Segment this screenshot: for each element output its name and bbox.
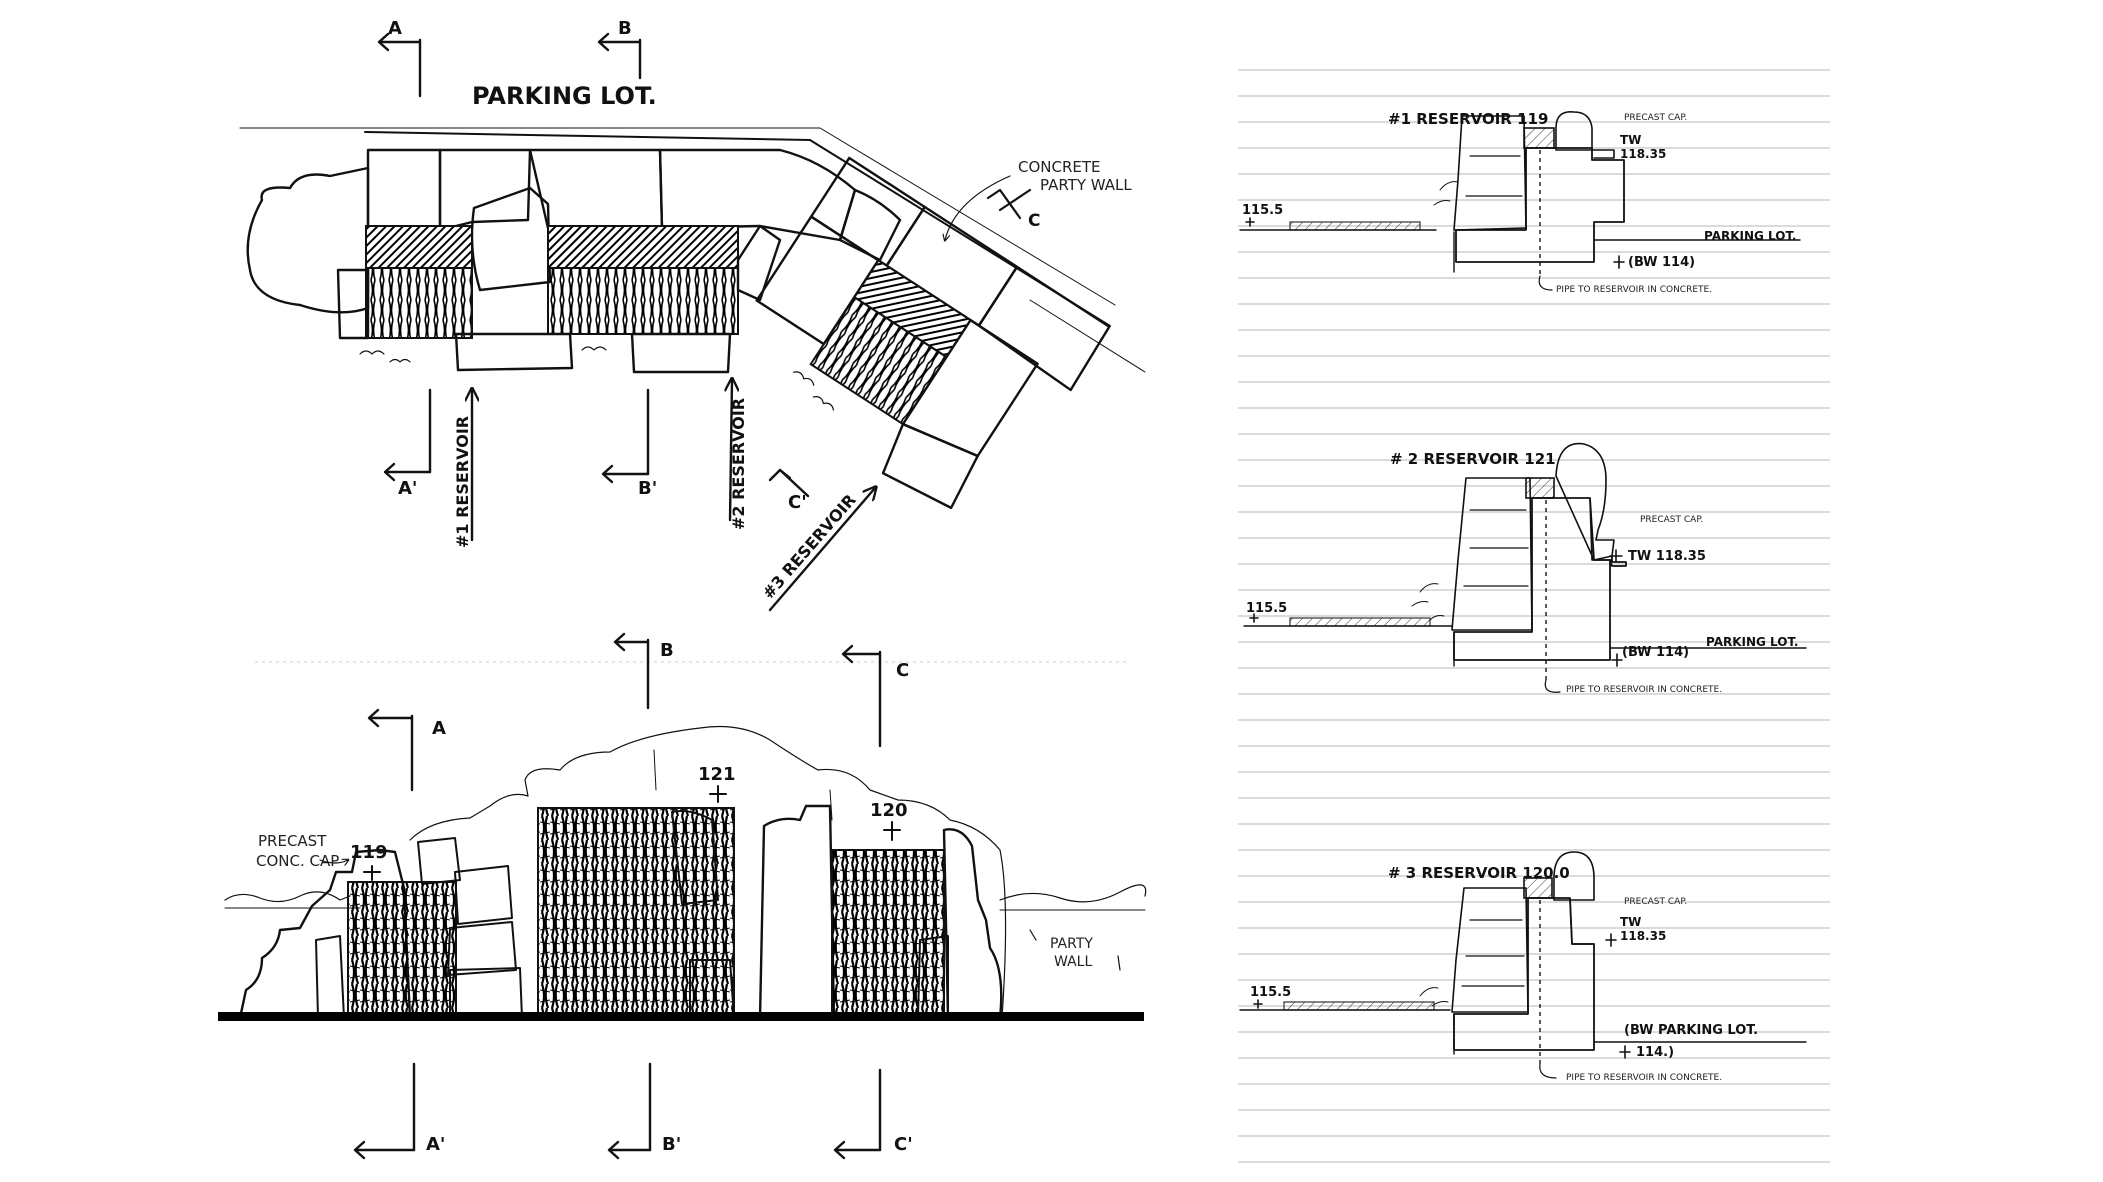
ruled-lines xyxy=(1238,69,1830,1163)
waterfall-1 xyxy=(347,881,457,1019)
section-1-bw: (BW 114) xyxy=(1628,255,1695,270)
reservoir-1-label: #1 RESERVOIR xyxy=(453,416,472,548)
party-wall-elev-line2: WALL xyxy=(1054,954,1092,970)
section-1-precast: PRECAST CAP. xyxy=(1624,113,1687,123)
waterfall-2 xyxy=(537,807,735,1019)
section-reservoir-1: #1 RESERVOIR 119 PRECAST CAP. 115.5 TW 1… xyxy=(1239,110,1801,295)
section-3-pipe: PIPE TO RESERVOIR IN CONCRETE. xyxy=(1566,1073,1722,1083)
section-reservoir-2: # 2 RESERVOIR 121 PRECAST CAP. 115.5 TW … xyxy=(1243,442,1807,695)
reservoir-3-label: #3 RESERVOIR xyxy=(759,490,860,602)
elev-120: 120 xyxy=(870,800,908,821)
elev-section-label-a: A xyxy=(432,718,446,739)
section-2-parking: PARKING LOT. xyxy=(1706,635,1798,649)
reservoir-2-label: #2 RESERVOIR xyxy=(729,398,748,530)
section-marker-b-top: B xyxy=(597,18,642,80)
party-wall-label-line2: PARTY WALL xyxy=(1040,176,1132,194)
section-3-precast: PRECAST CAP. xyxy=(1624,897,1687,907)
section-3-bw2: 114.) xyxy=(1636,1045,1674,1060)
elev-label-b-prime: B' xyxy=(662,1134,681,1155)
section-1-tw: TW xyxy=(1620,133,1641,147)
section-2-tw: TW 118.35 xyxy=(1628,549,1706,564)
plan-basin-2 xyxy=(547,225,739,269)
elev-marker-c-prime: C' xyxy=(833,1068,913,1160)
section-label-a-prime: A' xyxy=(398,478,417,499)
section-2-bw: (BW 114) xyxy=(1622,645,1689,660)
section-3-tw-value: 118.35 xyxy=(1620,929,1666,943)
reservoir-2-callout: #2 RESERVOIR xyxy=(729,380,748,530)
section-1-pipe: PIPE TO RESERVOIR IN CONCRETE. xyxy=(1556,285,1712,295)
elev-marker-c: C xyxy=(841,644,909,748)
section-2-pipe: PIPE TO RESERVOIR IN CONCRETE. xyxy=(1566,685,1722,695)
section-label-b: B xyxy=(618,18,632,39)
section-marker-a-top: A xyxy=(377,18,422,98)
plan-view: A B PARKING LOT. CONCRETE PARTY WALL C xyxy=(239,18,1146,663)
section-3-bw: (BW PARKING LOT. xyxy=(1624,1023,1758,1038)
section-3-left-elev: 115.5 xyxy=(1250,985,1291,1000)
waterfall-3 xyxy=(831,849,945,1019)
elev-119: 119 xyxy=(350,842,388,863)
elev-label-a-prime: A' xyxy=(426,1134,445,1155)
section-marker-a-prime: A' xyxy=(383,388,432,499)
section-3-tw: TW xyxy=(1620,915,1641,929)
reservoir-3-callout: #3 RESERVOIR xyxy=(759,488,875,612)
elevation-view: B C A xyxy=(218,632,1147,1160)
section-marker-b-prime: B' xyxy=(601,388,657,499)
section-1-left-elev: 115.5 xyxy=(1242,203,1283,218)
section-1-title: #1 RESERVOIR 119 xyxy=(1388,110,1548,128)
parking-lot-title: PARKING LOT. xyxy=(472,82,657,110)
section-marker-c-prime: C' xyxy=(768,468,810,513)
section-label-c-prime: C' xyxy=(788,492,807,513)
section-marker-c-plan: C xyxy=(986,188,1040,231)
elev-marker-b-prime: B' xyxy=(607,1062,681,1160)
section-1-tw-value: 118.35 xyxy=(1620,147,1666,161)
elev-121: 121 xyxy=(698,764,736,785)
section-label-b-prime: B' xyxy=(638,478,657,499)
section-2-left-elev: 115.5 xyxy=(1246,601,1287,616)
elev-section-label-c: C xyxy=(896,660,909,681)
elev-marker-b: B xyxy=(613,632,674,710)
section-2-title: # 2 RESERVOIR 121 xyxy=(1390,450,1556,468)
section-reservoir-3: # 3 RESERVOIR 120.0 PRECAST CAP. 115.5 T… xyxy=(1239,851,1807,1083)
party-wall-elev-line1: PARTY xyxy=(1050,936,1093,952)
elev-marker-a: A xyxy=(367,708,446,792)
reservoir-1-callout: #1 RESERVOIR xyxy=(453,390,472,548)
precast-label-line2: CONC. CAP xyxy=(256,852,339,870)
elev-section-label-b: B xyxy=(660,640,674,661)
elev-label-c-prime: C' xyxy=(894,1134,913,1155)
section-label-c: C xyxy=(1028,211,1040,231)
party-wall-label-line1: CONCRETE xyxy=(1018,158,1101,176)
section-label-a: A xyxy=(388,18,402,39)
elev-marker-a-prime: A' xyxy=(353,1062,445,1160)
plan-basin-1 xyxy=(365,225,473,269)
section-2-precast: PRECAST CAP. xyxy=(1640,515,1703,525)
section-1-parking: PARKING LOT. xyxy=(1704,229,1796,243)
precast-label-line1: PRECAST xyxy=(258,832,327,850)
ground-slab xyxy=(218,1012,1144,1021)
